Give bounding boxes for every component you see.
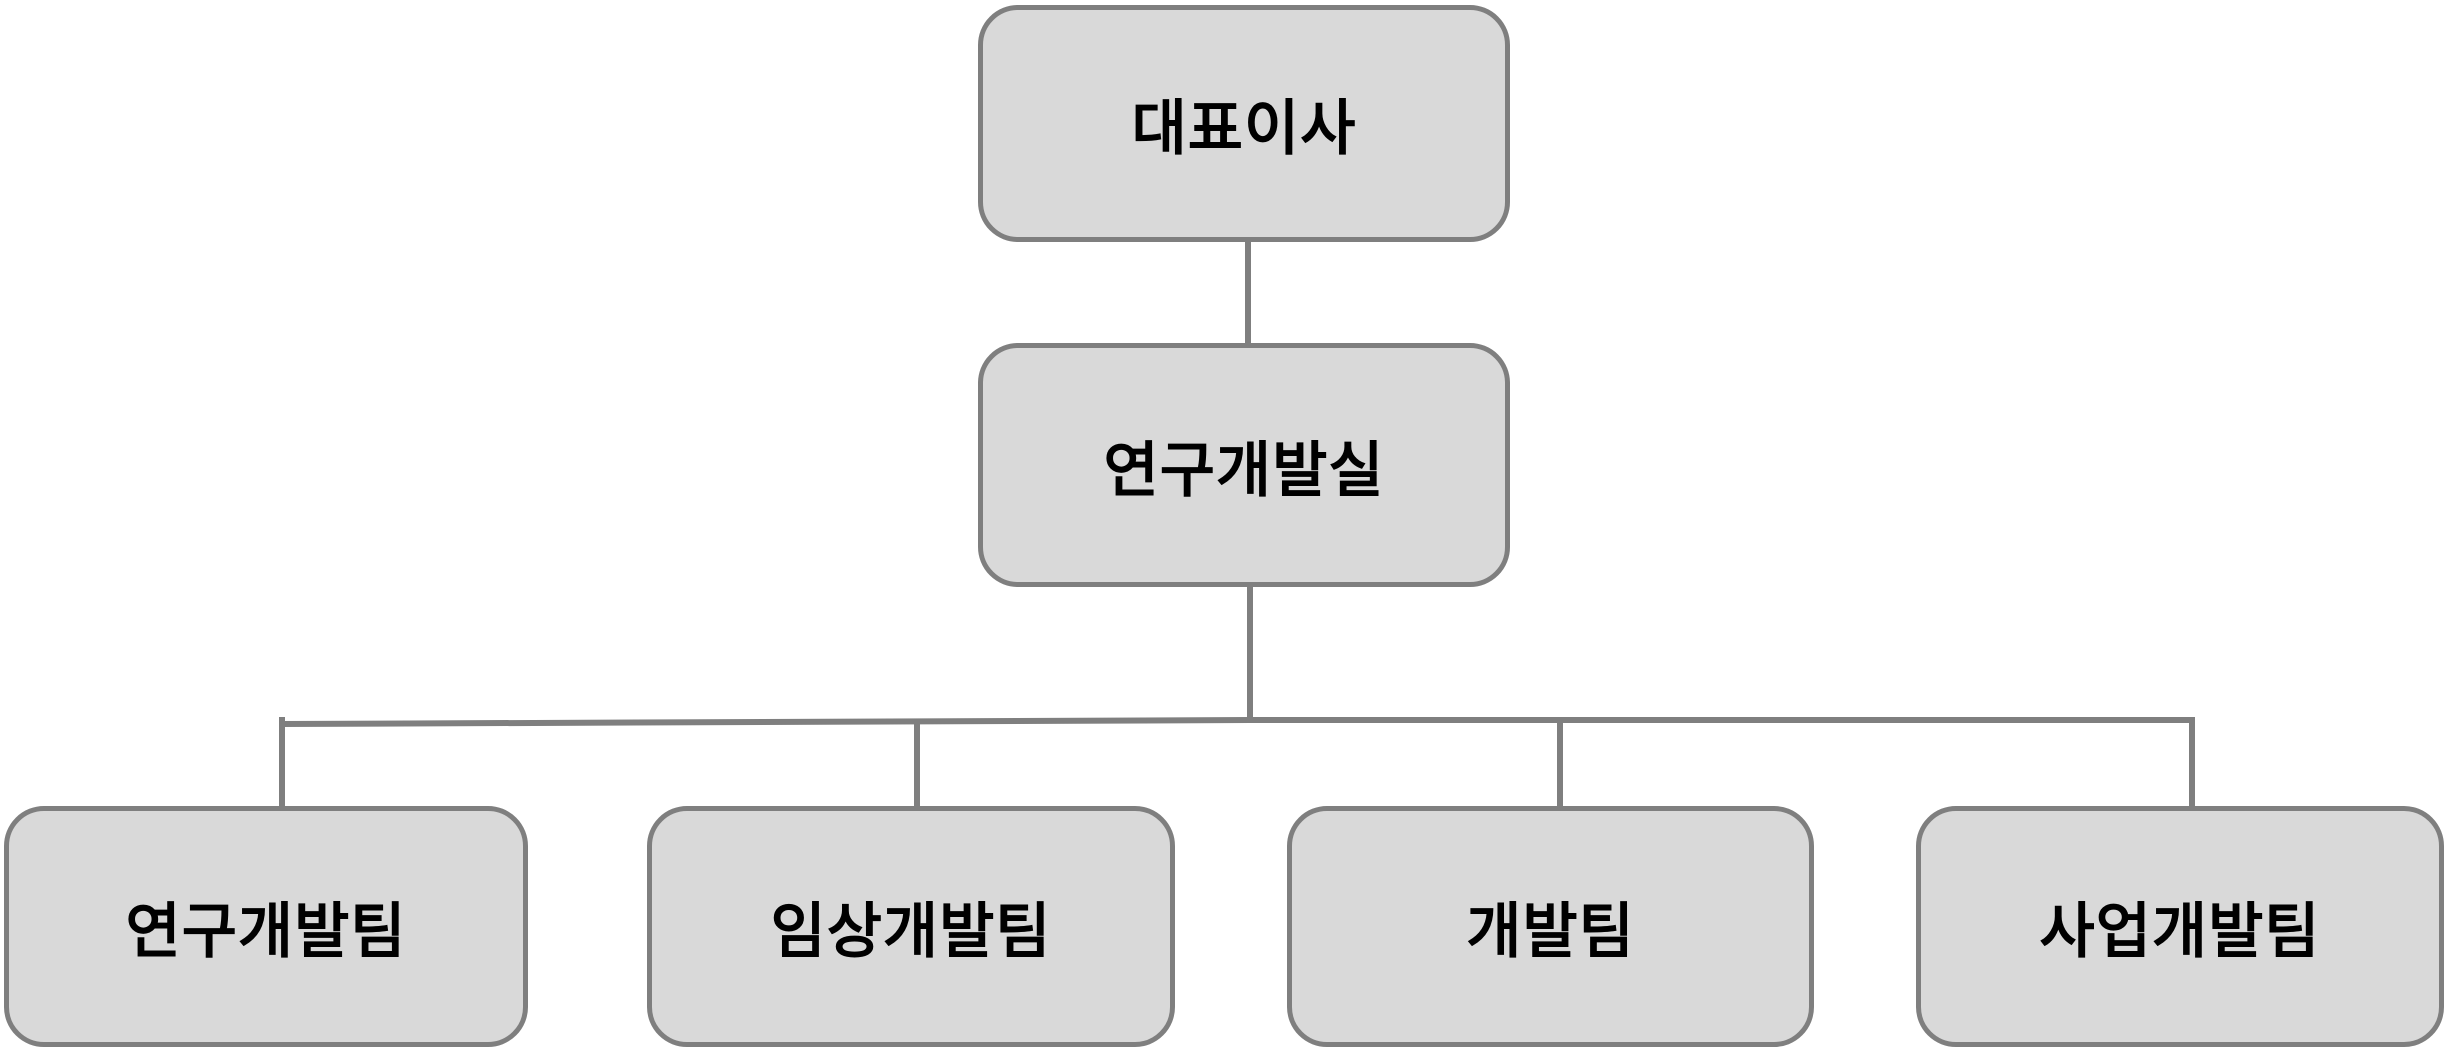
org-node-clinical-team: 임상개발팀 [647,806,1175,1047]
org-node-ceo: 대표이사 [978,5,1510,242]
org-node-rnd-team: 연구개발팀 [4,806,528,1047]
org-node-bizdev-team-label: 사업개발팀 [2039,898,2321,965]
org-node-rnd-office-label: 연구개발실 [1103,436,1385,504]
org-node-rnd-team-label: 연구개발팀 [125,898,407,965]
org-node-dev-team-label: 개발팀 [1466,898,1635,965]
org-node-rnd-office: 연구개발실 [978,343,1510,587]
connector-rail [281,717,2194,727]
org-node-bizdev-team: 사업개발팀 [1916,806,2444,1047]
org-node-dev-team: 개발팀 [1287,806,1814,1047]
org-node-clinical-team-label: 임상개발팀 [770,898,1052,965]
org-node-ceo-label: 대표이사 [1131,95,1357,162]
